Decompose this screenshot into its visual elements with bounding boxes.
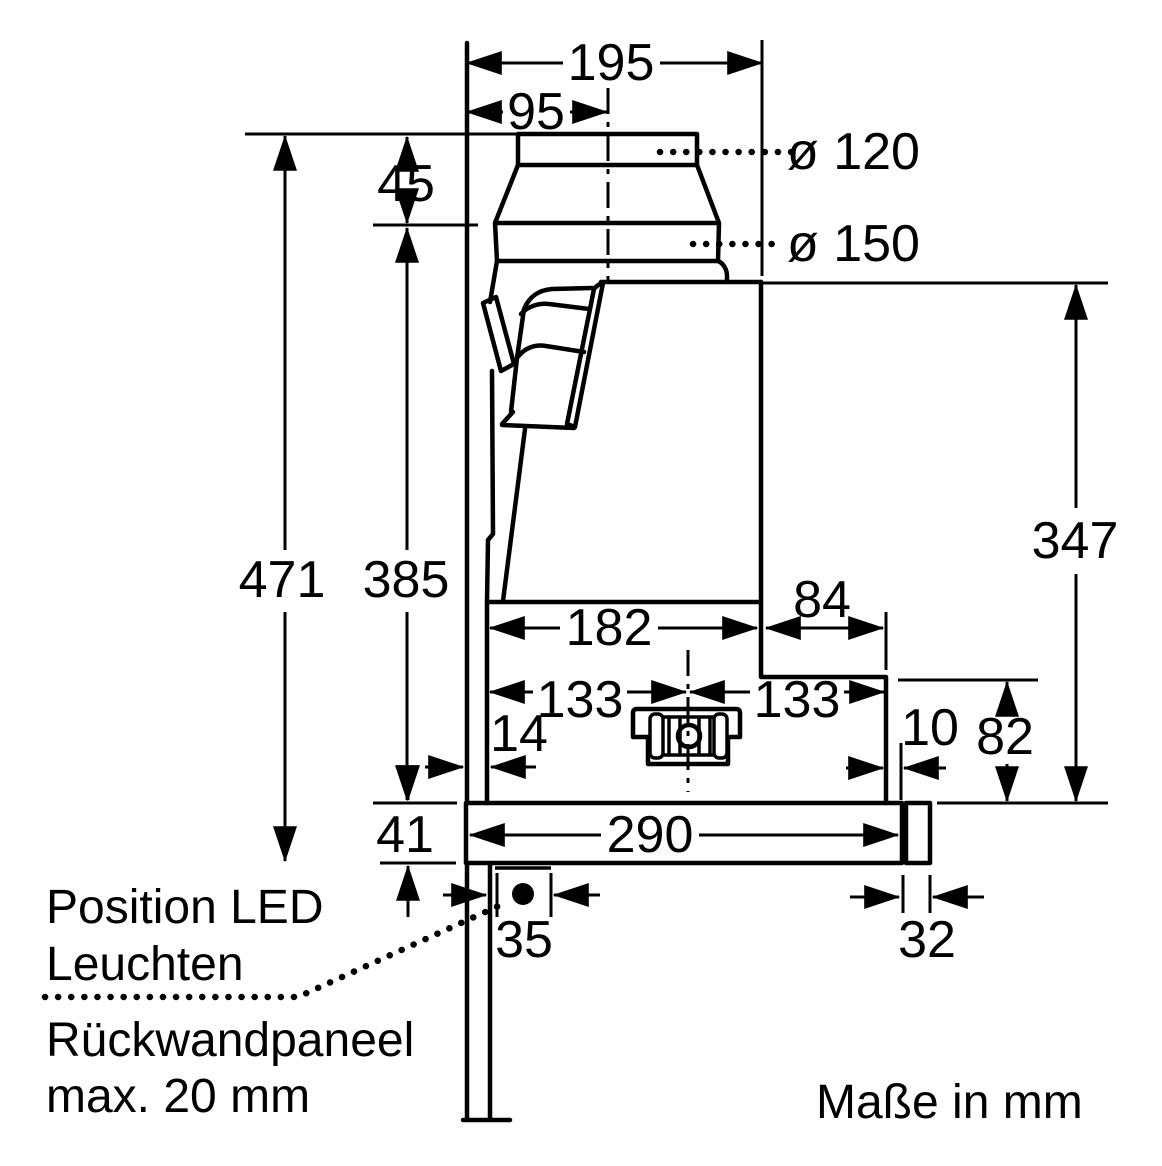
dim-14-label: 14 [490,705,548,763]
dim-182-label: 182 [566,599,653,657]
dim-84-label: 84 [793,571,851,629]
dim-385-label: 385 [363,551,450,609]
led-position-line2: Leuchten [46,938,244,991]
dim-32-label: 32 [898,911,956,969]
extension-lines [245,40,1108,917]
dimension-lines [273,51,1088,917]
led-position-line1: Position LED [46,881,323,934]
outlet-roller-right-cap [712,712,729,760]
appliance-outline [460,40,933,1123]
annotations: Position LED Leuchten Rückwandpaneel max… [46,881,1083,1129]
dim-195-label: 195 [568,34,655,92]
front-slant-lower [500,426,528,604]
back-panel-line1: Rückwandpaneel [46,1014,414,1067]
lower-body [484,279,889,806]
dim-133-right-label: 133 [754,671,841,729]
dim-41-label: 41 [376,806,434,864]
dim-dia150-label: ø 150 [787,215,920,273]
outlet-roller-left-cap [648,712,665,760]
dimension-labels: 195 95 45 ø 120 ø 150 471 385 347 182 84… [239,34,1119,969]
dim-35-label: 35 [495,911,553,969]
dim-10-label: 10 [901,699,959,757]
filter-flaps [499,285,595,431]
bottom-panel-end [903,800,933,866]
led-dot [512,883,534,905]
dim-471-label: 471 [239,551,326,609]
rear-wall-panel [460,860,513,1123]
leader-led [41,899,509,1001]
dim-347-label: 347 [1032,512,1119,570]
dim-290-label: 290 [607,806,694,864]
front-frame [564,280,606,430]
dim-45-label: 45 [377,155,435,213]
dim-dia120-label: ø 120 [787,123,920,181]
units-note: Maße in mm [816,1076,1083,1129]
bottom-panel [463,800,905,866]
damper-flap [480,294,517,374]
duct-transition [715,258,730,285]
dim-133-left-label: 133 [537,671,624,729]
dim-95-label: 95 [507,83,565,141]
back-panel-line2: max. 20 mm [46,1070,310,1123]
dim-82-label: 82 [976,708,1034,766]
body-back-edge [484,258,500,604]
outlet-housing [630,706,743,767]
